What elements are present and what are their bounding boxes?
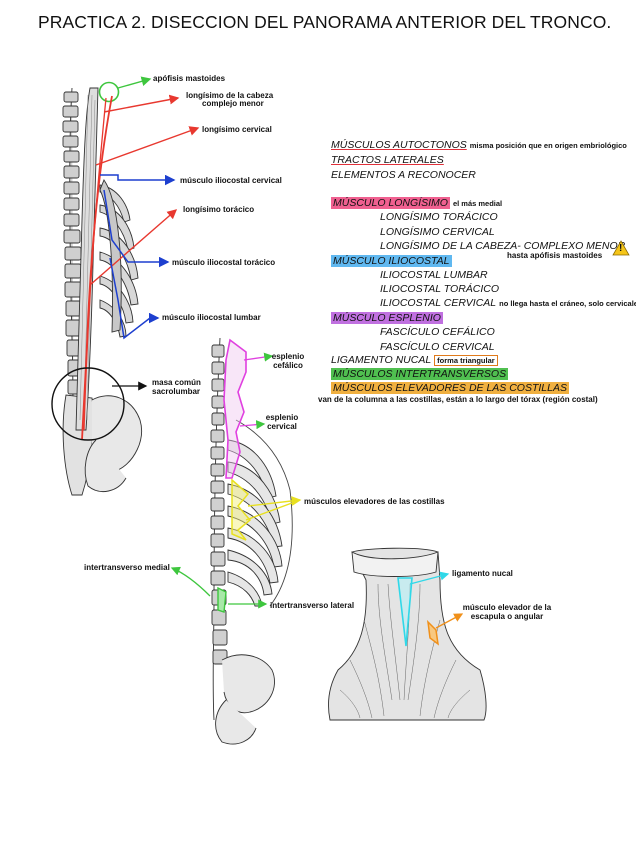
legend-esplenio: MÚSCULO ESPLENIO <box>331 312 443 324</box>
legend-iliocostal: MÚSCULO ILIOCOSTAL <box>331 255 452 267</box>
label-elevador-escapula-2: escapula o angular <box>470 612 544 621</box>
page-title: PRACTICA 2. DISECCION DEL PANORAMA ANTER… <box>38 12 612 32</box>
label-longisimo-cervical: longísimo cervical <box>202 125 272 134</box>
legend-long-toracico: LONGÍSIMO TORÁCICO <box>380 211 498 223</box>
label-masa-comun: masa común <box>152 378 201 387</box>
legend-fasc-cefalico: FASCÍCULO CEFÁLICO <box>380 326 495 338</box>
label-ligamento-nucal: ligamento nucal <box>452 569 513 578</box>
label-intertransverso-lateral: intertransverso lateral <box>270 601 355 610</box>
label-longisimo-cabeza: longísimo de la cabeza <box>186 91 274 100</box>
label-intertransverso-medial: intertransverso medial <box>84 563 170 572</box>
label-apofisis-mastoides: apófisis mastoides <box>153 74 226 83</box>
legend-fasc-cervical: FASCÍCULO CERVICAL <box>380 341 495 353</box>
legend-elevadores-note: van de la columna a las costillas, están… <box>318 395 598 404</box>
figure-1-erector-spinae <box>62 87 142 496</box>
legend-intertransversos: MÚSCULOS INTERTRANSVERSOS <box>331 368 509 380</box>
label-iliocostal-toracico: músculo iliocostal torácico <box>172 258 276 267</box>
warning-icon: ! <box>612 240 630 261</box>
label-elevadores: músculos elevadores de las costillas <box>304 497 445 506</box>
legend-ilio-toracico: ILIOCOSTAL TORÁCICO <box>380 283 500 295</box>
legend-elementos: ELEMENTOS A RECONOCER <box>331 169 476 181</box>
label-elevador-escapula-1: músculo elevador de la <box>462 603 552 612</box>
label-sacrolumbar: sacrolumbar <box>152 387 201 396</box>
label-cefalico: cefálico <box>273 361 303 370</box>
legend-elevadores: MÚSCULOS ELEVADORES DE LAS COSTILLAS <box>331 382 569 394</box>
mastoid-circle <box>98 81 120 103</box>
legend-long-cervical: LONGÍSIMO CERVICAL <box>380 226 495 238</box>
sacrolumbar-circle <box>51 367 125 441</box>
figure-2-splenius <box>210 337 293 745</box>
label-iliocostal-cervical: músculo iliocostal cervical <box>180 176 282 185</box>
legend-tractos: TRACTOS LATERALES <box>331 154 444 166</box>
label-iliocostal-lumbar: músculo iliocostal lumbar <box>162 313 261 322</box>
label-complejo-menor: complejo menor <box>202 99 264 108</box>
label-longisimo-toracico: longísimo torácico <box>183 205 255 214</box>
legend-ilio-lumbar: ILIOCOSTAL LUMBAR <box>380 269 488 281</box>
legend-long-cabeza: LONGÍSIMO DE LA CABEZA- COMPLEXO MENOR <box>380 240 626 252</box>
label-esplenio-2: esplenio <box>265 413 299 422</box>
label-cervical: cervical <box>267 422 297 431</box>
label-esplenio-1: esplenio <box>271 352 305 361</box>
legend-long-cabeza-note: hasta apófisis mastoides <box>507 251 603 260</box>
